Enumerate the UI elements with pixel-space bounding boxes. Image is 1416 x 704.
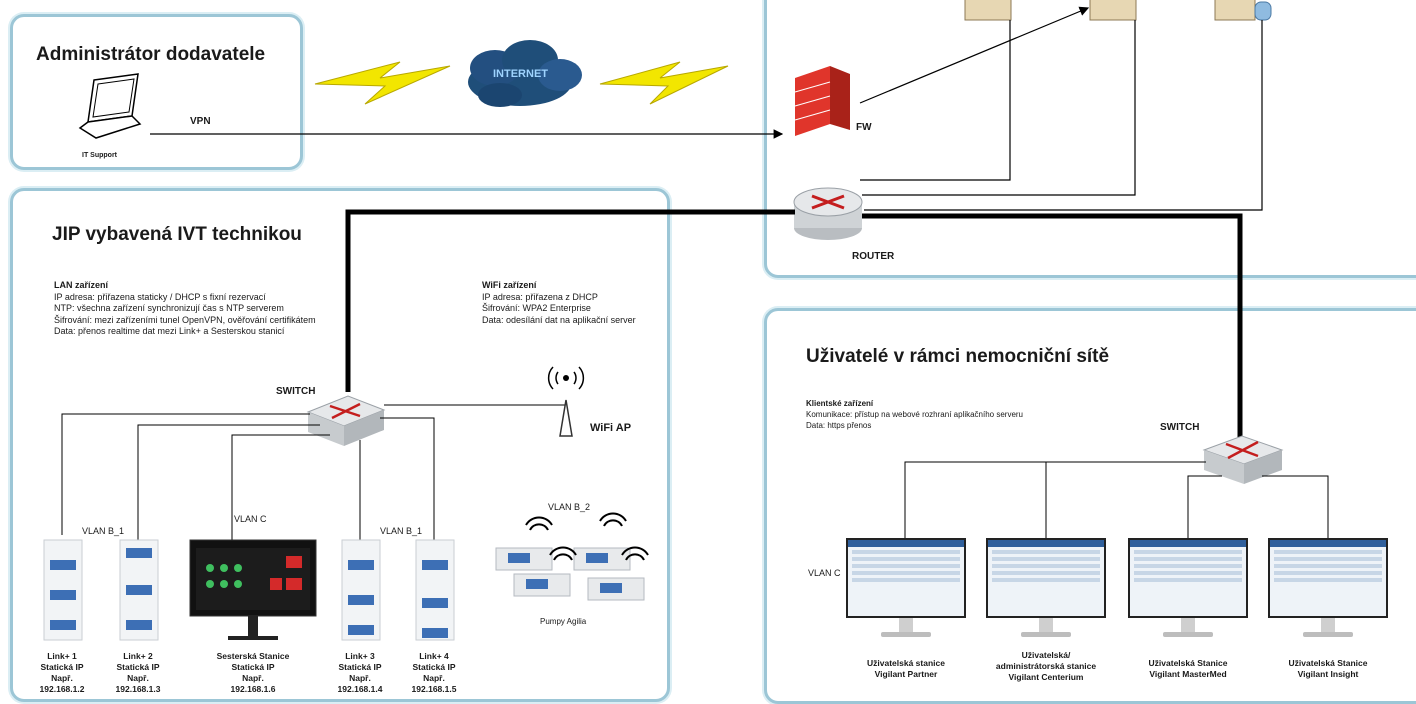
wifi-signal-icons [525, 512, 649, 561]
users-info-heading: Klientské zařízení [806, 399, 874, 408]
vendor-panel-title: Administrátor dodavatele [36, 44, 266, 65]
user-station-monitor-2 [986, 538, 1106, 637]
lan-info-heading: LAN zařízení [54, 280, 109, 290]
wifi-info-ip: IP adresa: přiřazena z DHCP [482, 291, 598, 302]
vendor-panel [10, 14, 303, 170]
linkplus-stack-4-icon [415, 539, 455, 641]
vlan-b2-label: VLAN B_2 [548, 502, 591, 512]
laptop-icon [78, 73, 142, 139]
icu-panel-title: JIP vybavená IVT technikou [52, 224, 302, 245]
internet-cloud-icon [468, 40, 582, 107]
vlan-c-icu-label: VLAN C [234, 514, 267, 524]
icu-switch-label: SWITCH [276, 386, 316, 397]
lan-info-data: Data: přenos realtime dat mezi Link+ a S… [54, 326, 285, 336]
laptop-caption: IT Support [82, 152, 117, 159]
wifi-info-encryption: Šifrování: WPA2 Enterprise [482, 303, 591, 313]
users-info-communication: Komunikace: přístup na webové rozhraní a… [806, 410, 1024, 419]
backbone-users [862, 213, 1243, 440]
server-icon-1 [964, 0, 1012, 21]
linkplus-stack-1-icon [43, 539, 83, 641]
users-switch-label: SWITCH [1160, 422, 1200, 433]
linkplus-stack-3-icon [341, 539, 381, 641]
user-station-monitor-4 [1268, 538, 1388, 637]
fw-label: FW [856, 122, 872, 133]
wifi-info: WiFi zařízení IP adresa: přiřazena z DHC… [482, 280, 662, 326]
users-panel-title: Uživatelé v rámci nemocniční sítě [806, 346, 1110, 367]
server-icon-2 [1089, 0, 1137, 21]
wifi-info-heading: WiFi zařízení [482, 280, 537, 290]
wifi-ap-icon [547, 366, 585, 437]
firewall-icon [794, 66, 850, 136]
router-icon [793, 187, 863, 240]
linkplus-stack-2-icon [119, 539, 159, 641]
database-server-icon [1214, 0, 1272, 21]
users-panel [764, 308, 1416, 704]
lan-info: LAN zařízení IP adresa: přiřazena static… [54, 280, 354, 338]
users-info-data: Data: https přenos [806, 421, 872, 430]
user-station-monitor-1 [846, 538, 966, 637]
router-label: ROUTER [852, 251, 895, 262]
lightning-left [314, 61, 451, 105]
users-info: Klientské zařízení Komunikace: přístup n… [806, 398, 1126, 431]
wifi-ap-label: WiFi AP [590, 422, 632, 434]
server-room-panel [764, 0, 1416, 278]
infusion-pumps-icon [495, 547, 645, 601]
pumps-label: Pumpy Agilia [540, 617, 587, 626]
user-station-monitor-3 [1128, 538, 1248, 637]
lightning-right [599, 61, 729, 105]
icu-switch-icon [306, 395, 386, 446]
vpn-label: VPN [190, 116, 211, 127]
users-switch-icon [1202, 435, 1284, 484]
nurse-station-monitor-icon [189, 539, 317, 640]
internet-label: INTERNET [493, 68, 548, 80]
lan-info-ntp: NTP: všechna zařízení synchronizují čas … [54, 303, 284, 313]
wifi-info-data: Data: odesílání dat na aplikační server [482, 314, 636, 325]
vlan-c-users-label: VLAN C [808, 568, 841, 578]
lan-info-encryption: Šifrování: mezi zařízeními tunel OpenVPN… [54, 314, 316, 325]
vlan-b1-left-label: VLAN B_1 [82, 526, 125, 536]
lan-info-ip: IP adresa: přiřazena staticky / DHCP s f… [54, 291, 266, 302]
backbone-icu [345, 209, 795, 392]
vlan-b1-right-label: VLAN B_1 [380, 526, 423, 536]
